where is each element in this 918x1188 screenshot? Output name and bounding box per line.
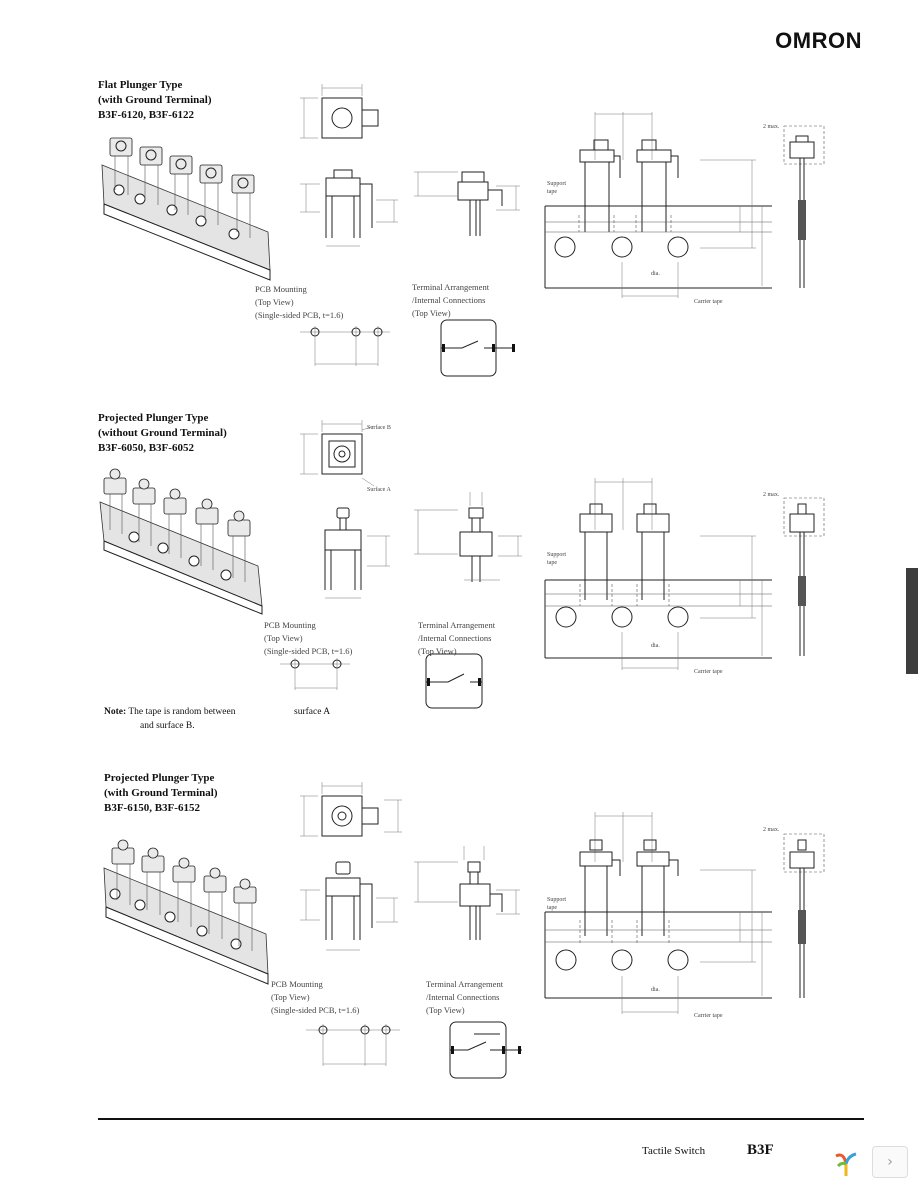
chevron-right-icon: › (887, 1154, 893, 1170)
section-3-terminal-arrangement (449, 1021, 522, 1079)
section-1-top-view (300, 84, 379, 139)
support-tape-line-2: tape (547, 189, 557, 195)
note-text-3: and surface B. (140, 721, 195, 731)
pcb-caption-line-1: PCB Mounting (271, 979, 323, 989)
section-3-side-view (414, 846, 520, 940)
pcb-caption-line-2: (Top View) (255, 297, 294, 307)
section-1-title: Flat Plunger Type (with Ground Terminal)… (98, 78, 212, 123)
brand-logo: OMRON (775, 28, 862, 53)
section-3-pcb-mounting (306, 1024, 400, 1066)
section-2-front-view (324, 507, 390, 599)
pcb-caption-line-2: (Top View) (264, 633, 303, 643)
pcb-caption-line-1: PCB Mounting (255, 284, 307, 294)
section-2-support-tape-label: Support tape (547, 551, 566, 567)
section-3-title-line-2: (with Ground Terminal) (104, 787, 218, 799)
section-2-pcb-caption: PCB Mounting (Top View) (Single-sided PC… (264, 619, 352, 658)
section-1-title-line-2: (with Ground Terminal) (98, 94, 212, 106)
section-1-pcb-caption: PCB Mounting (Top View) (Single-sided PC… (255, 283, 343, 322)
support-tape-line-2: tape (547, 905, 557, 911)
section-2-title-line-2: (without Ground Terminal) (98, 427, 227, 439)
section-1-title-line-1: Flat Plunger Type (98, 79, 183, 91)
next-page-button[interactable]: › (872, 1146, 908, 1178)
terminal-caption-line-1: Terminal Arrangement (412, 282, 490, 292)
section-2-side-view (414, 492, 522, 582)
section-1-front-view (300, 169, 398, 247)
footer-model: B3F (747, 1142, 774, 1158)
terminal-caption-line-2: /Internal Connections (412, 295, 486, 305)
terminal-caption-line-3: (Top View) (412, 308, 451, 318)
section-1-pcb-mounting (300, 326, 390, 366)
section-3-pcb-caption: PCB Mounting (Top View) (Single-sided PC… (271, 978, 359, 1017)
pcb-caption-line-1: PCB Mounting (264, 620, 316, 630)
terminal-caption-line-3: (Top View) (426, 1005, 465, 1015)
support-tape-line-1: Support (547, 181, 567, 187)
section-3-hole-label: dia. (651, 987, 660, 993)
section-1-tape-front-view (544, 112, 772, 298)
note-text-2: surface A (294, 707, 331, 717)
section-3-title-line-1: Projected Plunger Type (104, 772, 215, 784)
section-3-support-tape-label: Support tape (547, 896, 566, 912)
section-3-max-label: 2 max. (763, 827, 780, 833)
section-3-terminal-caption: Terminal Arrangement /Internal Connectio… (426, 978, 503, 1017)
section-2-tape-side-view (783, 497, 825, 656)
section-2-title-line-3: B3F-6050, B3F-6052 (98, 442, 194, 454)
section-1-side-view (414, 171, 520, 236)
section-2-top-view (300, 420, 375, 487)
pcb-caption-line-3: (Single-sided PCB, t=1.6) (255, 310, 344, 320)
pcb-caption-line-3: (Single-sided PCB, t=1.6) (271, 1005, 360, 1015)
terminal-caption-line-3: (Top View) (418, 646, 457, 656)
section-2-terminal-arrangement (425, 653, 483, 709)
tape-note: Note: The tape is random between (104, 705, 235, 719)
section-1-hole-label: dia. (651, 271, 660, 277)
terminal-caption-line-2: /Internal Connections (426, 992, 500, 1002)
section-2-title: Projected Plunger Type (without Ground T… (98, 411, 227, 456)
terminal-caption-line-1: Terminal Arrangement (418, 620, 496, 630)
section-1-carrier-tape-label: Carrier tape (694, 299, 723, 305)
section-3-title-line-3: B3F-6150, B3F-6152 (104, 802, 200, 814)
section-3-tape-side-view (783, 833, 825, 998)
section-3-photo (103, 839, 269, 985)
section-1-terminal-arrangement (440, 319, 515, 377)
support-tape-line-1: Support (547, 897, 567, 903)
terminal-caption-line-1: Terminal Arrangement (426, 979, 504, 989)
section-1-max-label: 2 max. (763, 124, 780, 130)
section-2-hole-label: dia. (651, 643, 660, 649)
section-2-terminal-caption: Terminal Arrangement /Internal Connectio… (418, 619, 495, 658)
section-3-carrier-tape-label: Carrier tape (694, 1013, 723, 1019)
section-1-tape-side-view (783, 125, 825, 288)
support-tape-line-1: Support (547, 552, 567, 558)
footer-product: Tactile Switch (642, 1145, 706, 1157)
section-2-max-label: 2 max. (763, 492, 780, 498)
section-2-tape-front-view (544, 478, 772, 670)
pcb-caption-line-2: (Top View) (271, 992, 310, 1002)
footer-rule (98, 1118, 864, 1120)
section-side-tab (906, 568, 918, 674)
support-tape-line-2: tape (547, 560, 557, 566)
section-2-title-line-1: Projected Plunger Type (98, 412, 209, 424)
section-3-tape-front-view (544, 812, 772, 1014)
section-2-photo (99, 468, 263, 615)
section-1-support-tape-label: Support tape (547, 180, 566, 196)
note-label: Note: (104, 707, 127, 717)
section-2-pcb-mounting (280, 658, 350, 690)
section-3-front-view (300, 861, 398, 951)
section-1-photo (101, 137, 271, 281)
section-3-title: Projected Plunger Type (with Ground Term… (104, 771, 218, 816)
viewer-logo-icon (830, 1146, 862, 1178)
section-1-terminal-caption: Terminal Arrangement /Internal Connectio… (412, 281, 489, 320)
section-2-carrier-tape-label: Carrier tape (694, 669, 723, 675)
section-1-title-line-3: B3F-6120, B3F-6122 (98, 109, 194, 121)
terminal-caption-line-2: /Internal Connections (418, 633, 492, 643)
surface-b-label: Surface B (367, 425, 391, 431)
note-text-1: The tape is random between (128, 707, 236, 717)
surface-a-label: Surface A (367, 487, 391, 493)
pcb-caption-line-3: (Single-sided PCB, t=1.6) (264, 646, 353, 656)
section-3-top-view (300, 782, 402, 837)
